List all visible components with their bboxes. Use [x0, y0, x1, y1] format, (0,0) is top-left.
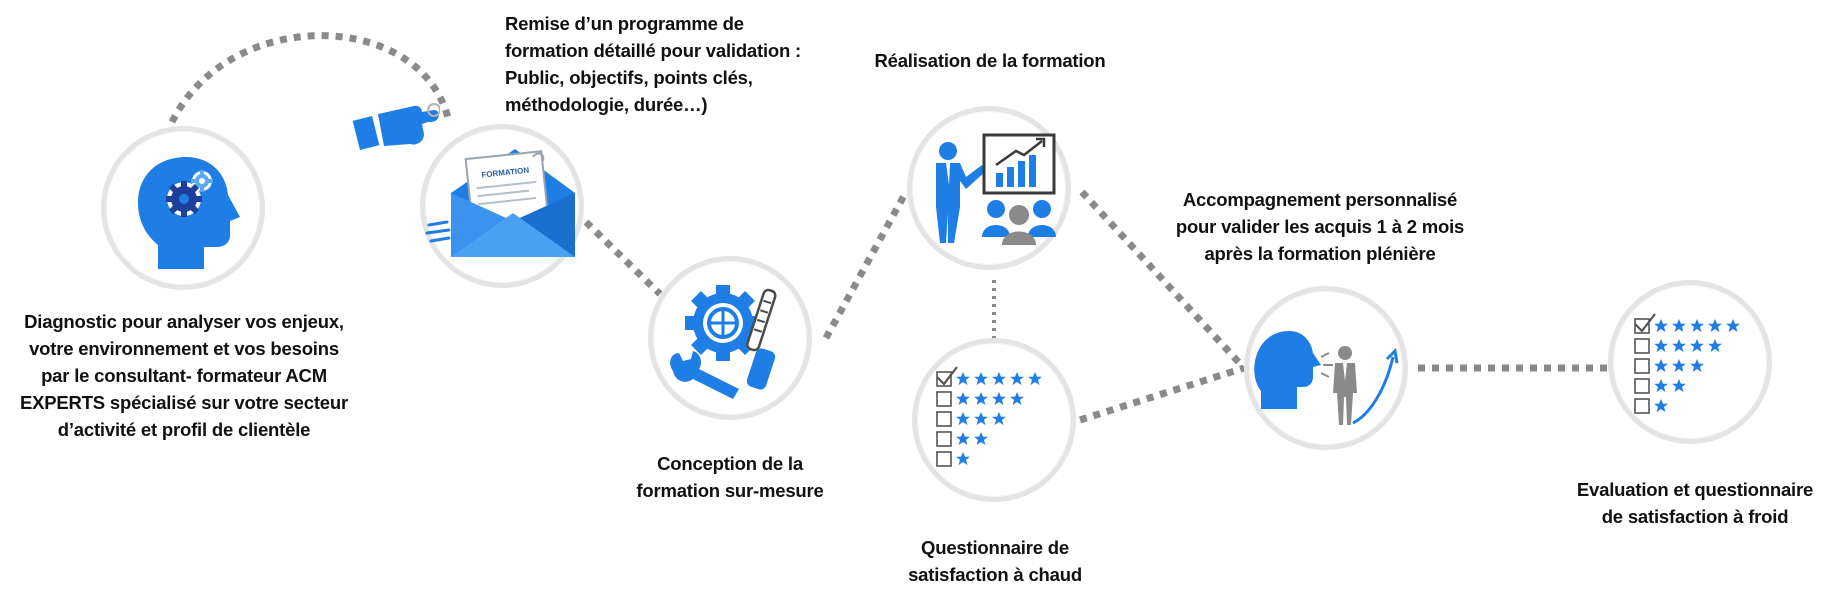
step-accompagnement-node [1244, 286, 1408, 450]
connector-programme-conception [583, 219, 663, 297]
step-questionnaire-chaud-node [912, 338, 1076, 502]
step-evaluation-froid-label: Evaluation et questionnaire de satisfact… [1576, 479, 1814, 527]
connector-realisation-accompagnement [1079, 189, 1247, 371]
step-conception-node [648, 256, 812, 420]
step-programme-label: Remise d’un programme de formation détai… [505, 13, 802, 115]
connector-questionnaire-accompagnement [1078, 364, 1246, 424]
step-questionnaire-chaud-label: Questionnaire de satisfaction à chaud [908, 537, 1082, 585]
step-accompagnement-label: Accompagnement personnalisé pour valider… [1175, 189, 1465, 264]
head-gears-icon [138, 157, 240, 269]
step-diagnostic-label: Diagnostic pour analyser vos enjeux, vot… [19, 311, 348, 440]
pointing-hand-icon [352, 103, 440, 150]
step-conception-label: Conception de la formation sur-mesure [636, 453, 824, 501]
step-evaluation-froid-node [1608, 280, 1772, 444]
gear-wrench-screwdriver-icon [670, 285, 777, 399]
coach-speaking-growth-icon [1254, 331, 1399, 425]
star-rating-checklist-icon [1634, 313, 1740, 414]
step-diagnostic-node [101, 126, 265, 290]
step-programme-node: FORMATION [420, 124, 584, 288]
step-realisation-node [907, 106, 1071, 270]
step-realisation-label: Réalisation de la formation [874, 50, 1106, 71]
speed-lines [425, 220, 451, 243]
star-rating-checklist-icon [936, 366, 1042, 467]
envelope-document-icon: FORMATION [425, 149, 575, 257]
audience-group [982, 200, 1056, 245]
presenter-audience-icon [936, 133, 1056, 245]
connector-conception-realisation [822, 190, 910, 340]
